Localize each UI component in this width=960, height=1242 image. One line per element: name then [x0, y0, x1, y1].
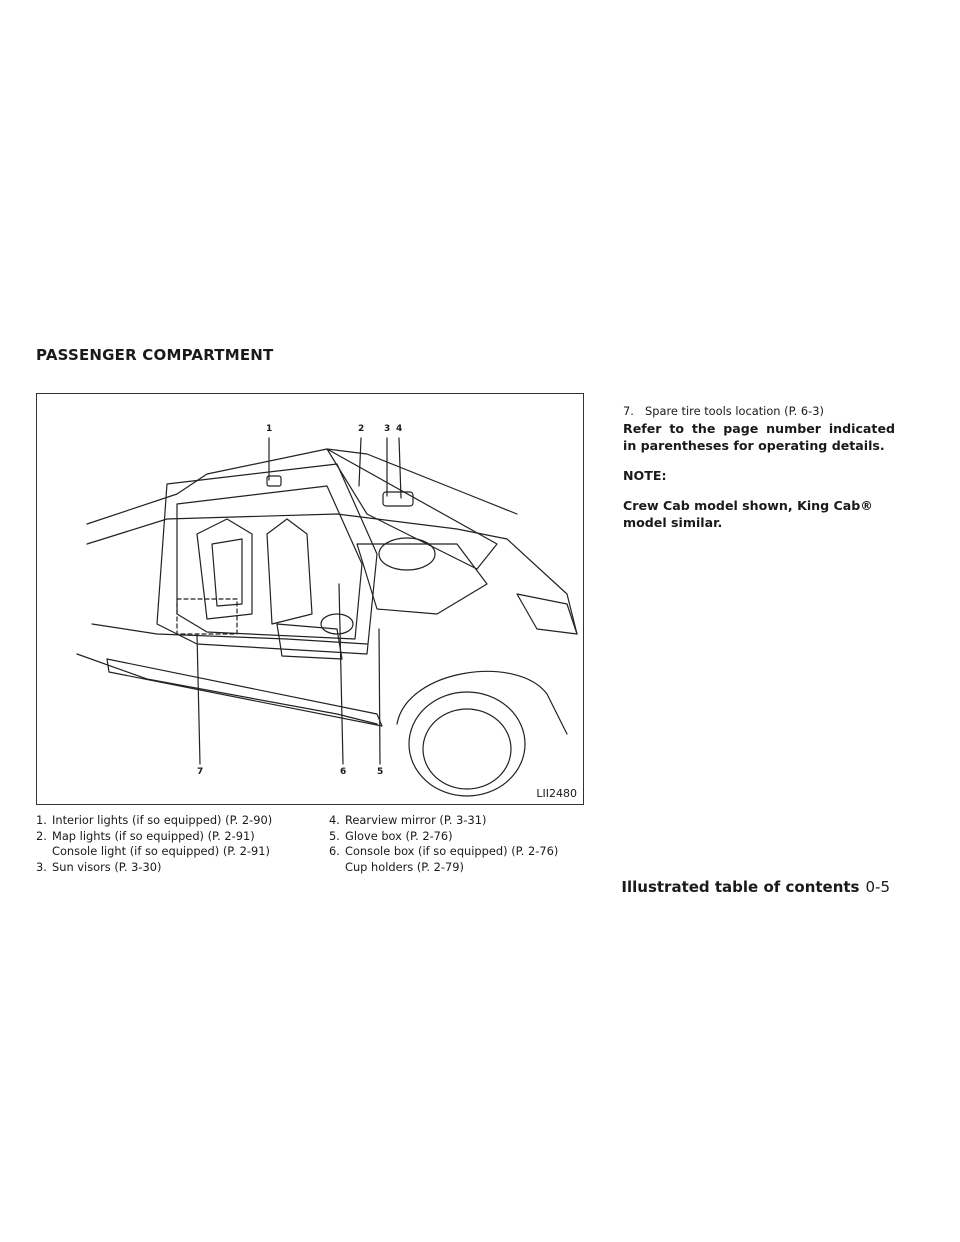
- legend-item-6-continuation: Cup holders (P. 2-79): [345, 859, 464, 874]
- legend-item-1: 1. Interior lights (if so equipped) (P. …: [36, 813, 273, 827]
- legend-item-4: 4. Rearview mirror (P. 3-31): [329, 813, 487, 827]
- legend-item-2: 2. Map lights (if so equipped) (P. 2-91): [36, 828, 255, 843]
- passenger-compartment-illustration: 1 2 3 4 7 6 5 LII2480: [36, 393, 584, 805]
- note-text: Crew Cab model shown, King Cab® model si…: [623, 498, 873, 530]
- callout-6: 6: [340, 767, 347, 777]
- callout-4: 4: [396, 424, 403, 434]
- callout-7: 7: [197, 767, 204, 777]
- callout-5: 5: [377, 767, 384, 777]
- legend-left: 1. Interior lights (if so equipped) (P. …: [36, 813, 326, 875]
- truck-interior-drawing: [76, 437, 578, 797]
- callout-1: 1: [266, 424, 273, 434]
- legend-item-3: 3. Sun visors (P. 3-30): [36, 859, 162, 874]
- legend-item-7: 7. Spare tire tools location (P. 6-3): [623, 404, 824, 418]
- legend-item-5: 5. Glove box (P. 2-76): [329, 828, 453, 843]
- right-column: 7. Spare tire tools location (P. 6-3) Re…: [623, 403, 895, 531]
- legend-item-6: 6. Console box (if so equipped) (P. 2-76…: [329, 844, 559, 859]
- section-title: PASSENGER COMPARTMENT: [36, 346, 274, 364]
- figure-code: LII2480: [536, 787, 577, 800]
- instruction-text: Refer to the page number indicated in pa…: [623, 421, 895, 453]
- page-number: 0-5: [865, 878, 891, 896]
- page-footer: Illustrated table of contents 0-5: [621, 878, 890, 896]
- footer-section-label: Illustrated table of contents: [621, 878, 860, 896]
- callout-2: 2: [358, 424, 365, 434]
- callout-3: 3: [384, 424, 391, 434]
- legend-item-2-continuation: Console light (if so equipped) (P. 2-91): [52, 844, 270, 859]
- note-heading: NOTE:: [623, 468, 667, 483]
- legend-middle: 4. Rearview mirror (P. 3-31) 5. Glove bo…: [329, 813, 589, 875]
